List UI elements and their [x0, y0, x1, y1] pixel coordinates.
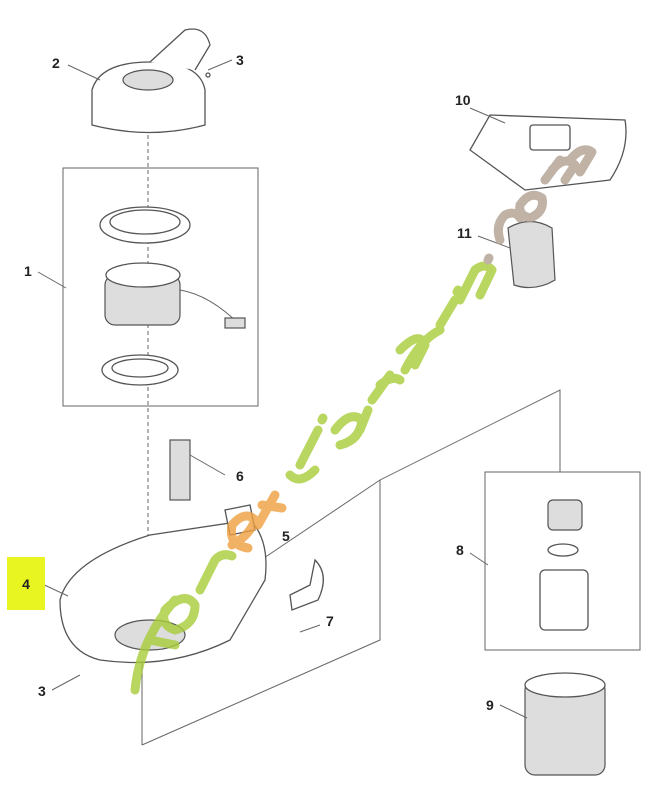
- callout-3-bottom: 3: [38, 683, 46, 699]
- callout-11: 11: [457, 225, 472, 241]
- callout-1: 1: [24, 263, 32, 279]
- callout-2: 2: [52, 55, 60, 71]
- group-box-1: [62, 167, 259, 407]
- part-4-base: [59, 439, 324, 664]
- callout-9: 9: [486, 697, 494, 713]
- callout-7: 7: [326, 613, 334, 629]
- callout-8: 8: [456, 542, 464, 558]
- part-8-filter-assembly: [539, 499, 589, 631]
- part-9-cartridge-filter: [524, 672, 606, 776]
- watermark-logo: [130, 145, 597, 695]
- part-10-filter-bag: [469, 114, 627, 191]
- callout-3-top: 3: [236, 52, 244, 68]
- callout-4-highlighted: 4: [7, 557, 45, 610]
- callout-5: 5: [282, 528, 290, 544]
- part-11-filter-sleeve: [507, 220, 556, 289]
- group-box-8: [484, 471, 641, 651]
- callout-10: 10: [455, 92, 471, 108]
- callout-6: 6: [236, 468, 244, 484]
- part-1-motor: [99, 206, 246, 386]
- group-outline-base-2: [141, 480, 381, 746]
- part-2-motor-cover: [91, 28, 211, 134]
